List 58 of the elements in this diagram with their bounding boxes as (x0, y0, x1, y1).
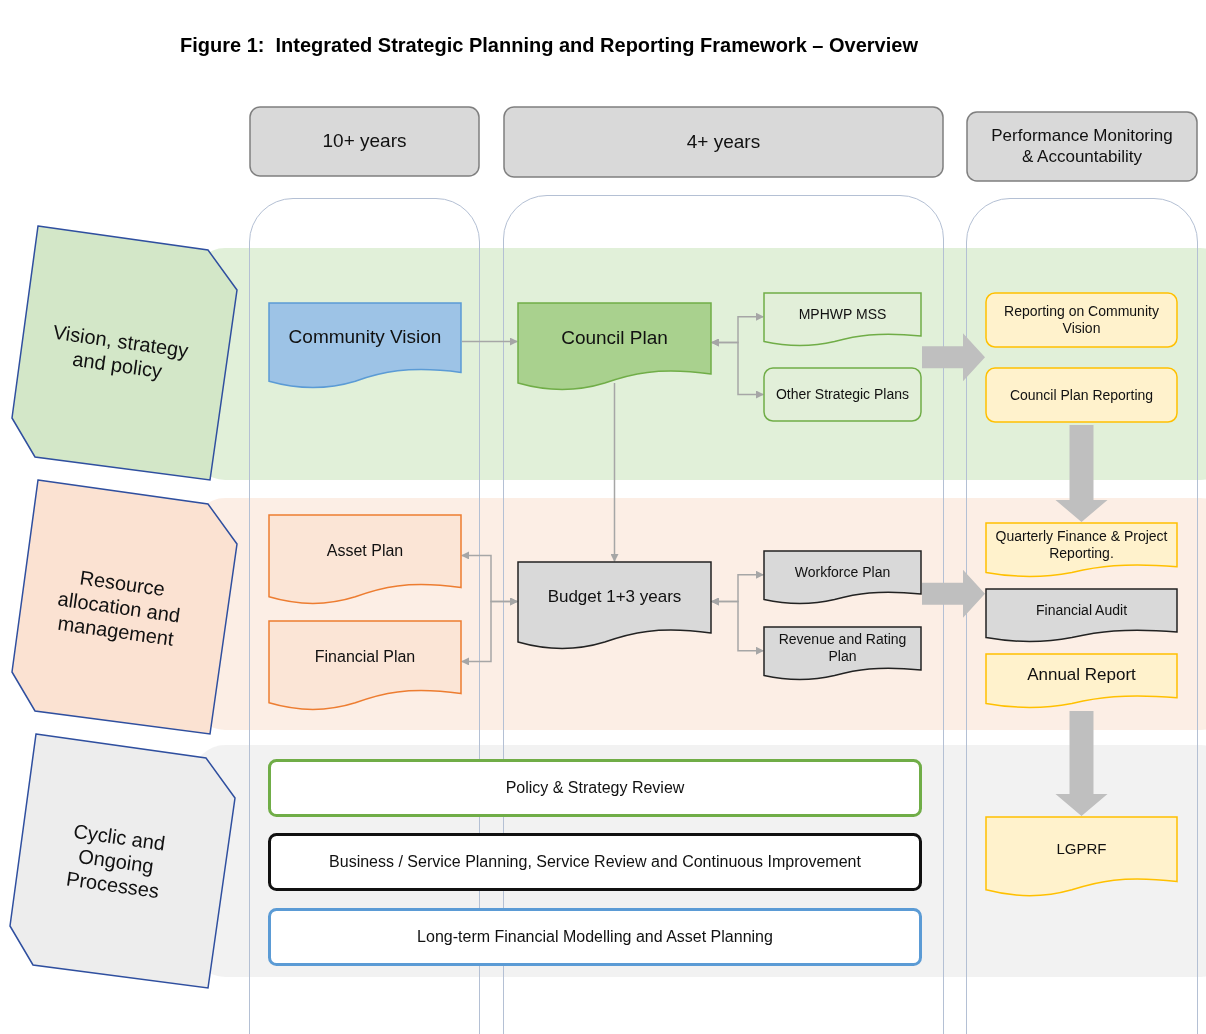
document-shape (985, 653, 1178, 709)
node-text: Community Vision (288, 325, 442, 349)
block-arrow (1055, 711, 1108, 816)
block-arrow (1055, 425, 1108, 522)
figure-title: Figure 1: Integrated Strategic Planning and Reporting Framework – Overview (180, 34, 918, 57)
lane-label: Cyclic and Ongoing Processes (63, 818, 168, 905)
node-text: Policy & Strategy Review (505, 778, 685, 798)
node-text: Reporting on Community Vision (1003, 303, 1160, 337)
rounded-box (763, 367, 922, 422)
column-header (503, 106, 944, 178)
block-arrow (922, 333, 985, 382)
document-shape (985, 522, 1178, 578)
node-text: Financial Plan (314, 647, 416, 667)
document-shape (763, 550, 922, 605)
document-shape (268, 302, 462, 390)
column-header (249, 106, 480, 177)
node-text: Long-term Financial Modelling and Asset Planning (417, 927, 773, 947)
lane-label: Vision, strategy and policy (50, 319, 191, 385)
node-text: Asset Plan (326, 541, 404, 561)
node-text: Budget 1+3 years (547, 586, 682, 608)
node-text: Other Strategic Plans (775, 386, 910, 403)
node-text: Workforce Plan (794, 563, 891, 581)
node-text: Council Plan (561, 326, 668, 350)
rounded-box (985, 367, 1178, 423)
document-shape (517, 561, 712, 651)
header-text: 10+ years (322, 130, 407, 153)
process-bar (268, 833, 922, 891)
column-header (966, 111, 1198, 182)
document-shape (985, 588, 1178, 643)
lane-label: Resource allocation and management (55, 565, 183, 652)
header-text: 4+ years (686, 130, 761, 154)
node-text: Quarterly Finance & Project Reporting. (994, 527, 1169, 562)
node-text: Business / Service Planning, Service Review and Continuous Improvement (329, 852, 861, 872)
document-shape (985, 816, 1178, 898)
document-shape (268, 620, 462, 712)
node-text: Council Plan Reporting (1009, 386, 1154, 404)
lane-label-tab (8, 732, 236, 990)
node-text: MPHWP MSS (798, 305, 887, 323)
arrow (610, 382, 619, 562)
arrow (461, 337, 518, 346)
node-text: Annual Report (1027, 665, 1136, 686)
document-shape (763, 292, 922, 347)
node-text: Revenue and Rating Plan (777, 631, 908, 665)
block-arrow (922, 569, 985, 618)
arrow (711, 338, 764, 399)
node-text: Financial Audit (1035, 601, 1128, 619)
lane-label-tab (10, 478, 240, 736)
document-shape (268, 514, 462, 606)
arrow (461, 597, 518, 666)
process-bar (268, 759, 922, 817)
document-shape (517, 302, 712, 392)
document-shape (763, 626, 922, 681)
rounded-box (985, 292, 1178, 348)
node-text: LGPRF (1056, 840, 1107, 858)
header-text: Performance Monitoring & Accountability (990, 126, 1174, 167)
arrow (711, 597, 764, 655)
process-bar (268, 908, 922, 966)
lane-label-tab (10, 224, 240, 482)
